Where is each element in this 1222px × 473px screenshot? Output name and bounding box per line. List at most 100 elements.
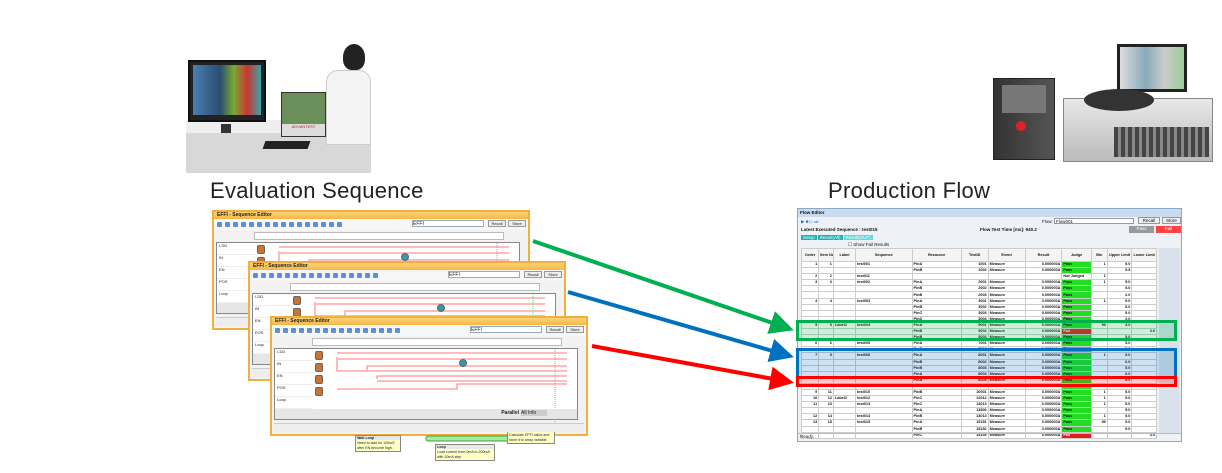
flow-editor-title: Flow Editor <box>798 209 1181 217</box>
sequence-select[interactable]: EFFI <box>448 271 520 278</box>
gear-icon <box>315 351 323 360</box>
recall-button[interactable]: Recall <box>488 220 506 227</box>
toolbar[interactable] <box>272 325 586 336</box>
comment-field[interactable] <box>290 283 540 291</box>
toolbar[interactable] <box>214 219 528 230</box>
column-header[interactable]: Bin <box>1090 248 1108 262</box>
lane-label: POS <box>217 279 255 291</box>
table-cell: PinC <box>911 431 962 439</box>
flow-test-time: Flow Test Time [ms]: 940.2 <box>980 227 1037 232</box>
lane-label: I-DD <box>217 243 255 255</box>
lane-label: EN <box>217 267 255 279</box>
fail-indicator: Fail <box>1156 226 1181 233</box>
evaluation-photo: ADVANTEST <box>186 40 371 173</box>
caption-evaluation-sequence: Evaluation Sequence <box>210 178 424 203</box>
gear-icon <box>315 375 323 384</box>
recall-button[interactable]: Recall <box>1138 217 1160 224</box>
node-icon <box>401 253 409 261</box>
status-bar <box>274 423 584 432</box>
table-cell <box>1090 431 1108 439</box>
column-header[interactable]: Event <box>987 248 1026 262</box>
column-header[interactable]: Lower Limit <box>1131 248 1157 262</box>
comment-field[interactable] <box>312 338 562 346</box>
flow-select[interactable]: Flow001 <box>1054 218 1134 224</box>
table-cell: 15153 <box>960 431 989 439</box>
window-title: EFFI - Sequence Editor <box>214 212 528 219</box>
store-button[interactable]: Store <box>508 220 526 227</box>
engineer-head <box>343 44 365 70</box>
store-button[interactable]: Store <box>544 271 562 278</box>
column-header[interactable]: Resource <box>911 248 962 262</box>
node-icon <box>437 304 445 312</box>
lane-label: Loop <box>217 291 255 303</box>
tab-result-out[interactable]: Result(OUT) <box>843 235 873 240</box>
column-header[interactable]: TestID <box>960 248 989 262</box>
blue-arrow <box>567 290 794 362</box>
toolbar[interactable] <box>250 270 564 281</box>
table-cell: Fail <box>1061 431 1092 439</box>
recall-button[interactable]: Recall <box>546 326 564 333</box>
run-controls[interactable]: ▶ ■ ▷ ⏭ <box>801 219 819 224</box>
comment-field[interactable] <box>254 232 504 240</box>
lane-label: IN <box>217 255 255 267</box>
red-arrow <box>591 344 794 391</box>
tester-monitor <box>1117 44 1187 92</box>
production-photo <box>985 40 1215 165</box>
store-button[interactable]: Store <box>1162 217 1181 224</box>
show-fail-label: Show Fail Results <box>853 242 890 247</box>
column-header[interactable]: Result <box>1024 248 1063 262</box>
window-title: EFFI - Sequence Editor <box>250 263 564 270</box>
lane-label: IN <box>275 361 313 373</box>
sequence-select[interactable]: EFFI <box>470 326 542 333</box>
lane-label: POS <box>275 385 313 397</box>
logo: ADVANTEST <box>282 124 325 136</box>
column-header[interactable]: Upper Limit <box>1106 248 1133 262</box>
handler <box>1063 89 1213 162</box>
green-highlight <box>796 320 1177 341</box>
table-cell <box>832 431 857 439</box>
lane-label: EN <box>275 373 313 385</box>
recall-button[interactable]: Recall <box>524 271 542 278</box>
red-highlight <box>796 376 1177 387</box>
window-title: EFFI - Sequence Editor <box>272 318 586 325</box>
column-header[interactable]: Item No. <box>818 248 834 262</box>
lane-label: Loop <box>275 397 313 409</box>
caption-production-flow: Production Flow <box>828 178 991 203</box>
table-cell: 3.0 <box>1131 431 1157 439</box>
lane-label: I-DD <box>275 349 313 361</box>
green-arrow <box>532 239 794 334</box>
rack-cabinet <box>993 78 1055 160</box>
show-fail-checkbox[interactable]: ☐ Show Fail Results <box>848 242 890 247</box>
gear-icon <box>315 387 323 396</box>
column-header[interactable]: Order <box>800 248 820 262</box>
column-header[interactable]: Judge <box>1061 248 1092 262</box>
store-button[interactable]: Store <box>566 326 584 333</box>
tab-setup[interactable]: Setup <box>801 235 817 240</box>
parallel-toggle[interactable]: Parallel <box>501 410 519 416</box>
column-header[interactable]: Label <box>832 248 857 262</box>
node-icon <box>459 359 467 367</box>
info-filter-select[interactable]: All Info <box>521 410 547 416</box>
column-header[interactable]: Sequence <box>855 248 913 262</box>
blue-highlight <box>796 348 1177 379</box>
lane-label: I-DD <box>253 294 291 306</box>
sequence-select[interactable]: EFFI <box>412 220 484 227</box>
status-bar: Ready. <box>798 433 1181 441</box>
gear-icon <box>315 363 323 372</box>
sequence-editor-window: EFFI - Sequence Editor Sequence: EFFI Re… <box>270 316 588 462</box>
tester-unit: ADVANTEST <box>281 92 326 137</box>
flow-editor-window: Flow Editor ▶ ■ ▷ ⏭ Flow: Flow001 Recall… <box>797 208 1182 442</box>
tab-result-all[interactable]: Result(All) <box>817 235 843 240</box>
gear-icon <box>293 296 301 305</box>
